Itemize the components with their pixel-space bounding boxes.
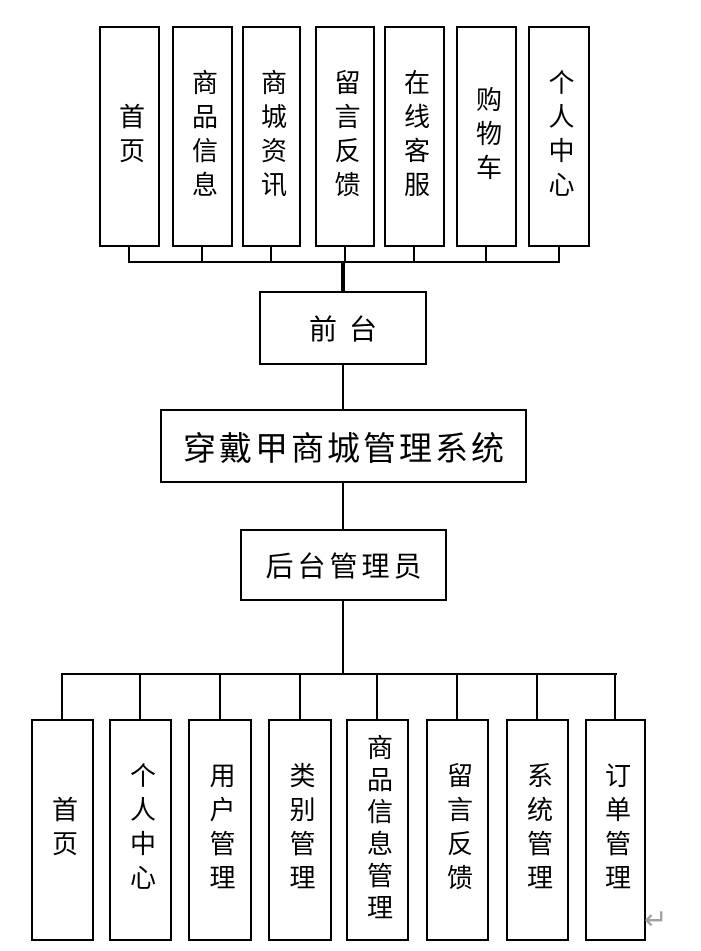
back-stub-line — [299, 675, 301, 719]
front-module-feedback: 留言反馈 — [315, 26, 375, 247]
back-module-home: 首页 — [31, 719, 94, 941]
front-module-cart: 购物车 — [456, 26, 517, 247]
front-stub-line — [270, 246, 272, 261]
front-module-cart-label: 购物车 — [472, 85, 502, 188]
title-to-back-line — [342, 483, 344, 529]
back-module-order-management: 订单管理 — [585, 719, 646, 941]
back-module-user-management: 用户管理 — [188, 719, 252, 941]
back-admin-label: 后台管理员 — [265, 552, 426, 583]
back-module-category-management: 类别管理 — [268, 719, 332, 941]
front-module-product-info: 商品信息 — [172, 26, 233, 247]
back-stub-line — [376, 675, 378, 719]
back-stub-line — [139, 675, 141, 719]
front-stub-line — [128, 246, 130, 261]
front-module-product-info-label: 商品信息 — [188, 68, 218, 205]
front-module-mall-news-label: 商城资讯 — [257, 68, 287, 205]
system-title-node: 穿戴甲商城管理系统 — [160, 409, 527, 483]
back-module-order-management-label: 订单管理 — [601, 762, 631, 898]
line-break-mark-icon: ↵ — [644, 903, 668, 936]
back-module-category-management-label: 类别管理 — [286, 762, 315, 898]
front-node: 前台 — [259, 291, 427, 365]
back-module-product-info-management: 商品信息管理 — [346, 719, 409, 941]
front-module-home-label: 首页 — [115, 102, 145, 171]
front-module-personal-center: 个人中心 — [528, 26, 590, 247]
front-stub-line — [485, 246, 487, 261]
front-module-mall-news: 商城资讯 — [242, 26, 301, 247]
back-stub-line — [614, 675, 616, 719]
back-stub-line — [61, 675, 63, 719]
back-module-feedback: 留言反馈 — [426, 719, 489, 941]
front-to-title-line — [342, 365, 344, 409]
front-stub-line — [413, 246, 415, 261]
front-module-online-service-label: 在线客服 — [400, 68, 430, 205]
back-module-personal-center: 个人中心 — [109, 719, 172, 941]
front-module-feedback-label: 留言反馈 — [331, 68, 360, 205]
front-stub-line — [344, 246, 346, 261]
front-stub-line — [558, 246, 560, 261]
back-stub-line — [219, 675, 221, 719]
back-stub-line — [456, 675, 458, 719]
back-connector-bar — [61, 673, 617, 675]
system-title-label: 穿戴甲商城管理系统 — [183, 432, 507, 468]
front-trunk-line — [341, 261, 345, 291]
back-trunk-line — [342, 601, 344, 674]
front-module-home: 首页 — [99, 26, 160, 247]
back-module-feedback-label: 留言反馈 — [443, 762, 473, 898]
front-module-online-service: 在线客服 — [384, 26, 445, 247]
back-module-user-management-label: 用户管理 — [206, 762, 235, 898]
back-module-product-info-management-label: 商品信息管理 — [363, 734, 393, 926]
back-module-system-management-label: 系统管理 — [523, 762, 553, 898]
front-node-label: 前台 — [308, 315, 389, 346]
back-admin-node: 后台管理员 — [240, 529, 447, 601]
back-module-personal-center-label: 个人中心 — [126, 762, 156, 898]
back-stub-line — [536, 675, 538, 719]
front-stub-line — [201, 246, 203, 261]
back-module-system-management: 系统管理 — [506, 719, 569, 941]
back-module-home-label: 首页 — [48, 796, 78, 864]
front-module-personal-center-label: 个人中心 — [545, 68, 574, 205]
